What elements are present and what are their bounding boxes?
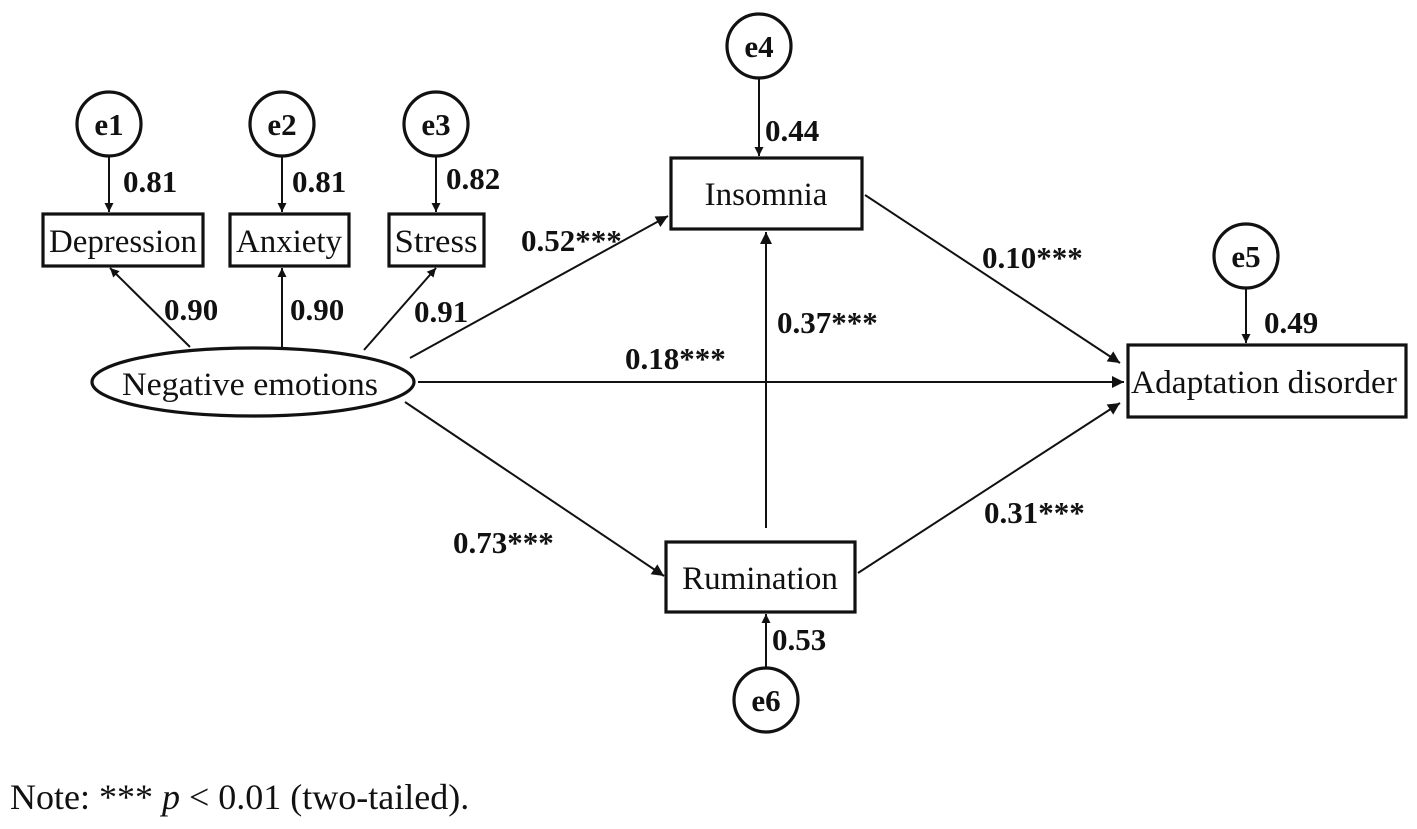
negative-emotions-ellipse: [90, 346, 416, 418]
rumination-box: [664, 540, 857, 614]
path-insomnia-adaptation: 0.10***: [982, 240, 1083, 275]
error-terms: e1 e2 e3 e4 e5 e6: [75, 12, 1280, 734]
loading-anxiety: 0.90: [290, 292, 344, 327]
error-label-e6: e6: [751, 683, 780, 718]
latent-factor: Negative emotions: [90, 346, 416, 418]
adaptation-disorder-box: [1126, 343, 1408, 419]
error-label-e1: e1: [94, 107, 123, 142]
path-rumination-adaptation: 0.31***: [984, 495, 1085, 530]
loading-e5-adaptation: 0.49: [1264, 305, 1318, 340]
edge-negative-depression: [109, 267, 191, 348]
insomnia-box: [669, 156, 864, 231]
depression-box: [41, 212, 205, 268]
path-rumination-insomnia: 0.37***: [777, 305, 878, 340]
error-circle-e1: [75, 90, 143, 158]
loading-e4-insomnia: 0.44: [765, 113, 819, 148]
anxiety-label: Anxiety: [236, 224, 342, 260]
edge-negative-rumination: [404, 401, 665, 577]
note-prefix: Note: ***: [10, 777, 162, 817]
note-suffix: < 0.01 (two-tailed).: [179, 777, 470, 817]
figure-note: Note: *** p < 0.01 (two-tailed).: [10, 776, 469, 818]
path-negative-insomnia: 0.52***: [521, 223, 622, 258]
observed-variables: Depression Anxiety Stress Insomnia Rumin…: [41, 156, 1408, 614]
edge-insomnia-adaptation: [864, 194, 1121, 364]
negative-emotions-label: Negative emotions: [122, 367, 378, 403]
adaptation-disorder-label: Adaptation disorder: [1131, 365, 1397, 401]
loading-e1-depression: 0.81: [123, 164, 177, 199]
insomnia-label: Insomnia: [705, 177, 828, 213]
edge-negative-insomnia: [409, 215, 669, 359]
error-circle-e6: [732, 666, 800, 734]
error-circle-e5: [1212, 222, 1280, 290]
depression-label: Depression: [49, 224, 197, 260]
error-label-e2: e2: [267, 107, 296, 142]
error-circle-e2: [248, 90, 316, 158]
error-circle-e3: [402, 90, 470, 158]
loading-depression: 0.90: [164, 292, 218, 327]
path-negative-rumination: 0.73***: [453, 525, 554, 560]
error-label-e4: e4: [744, 29, 773, 64]
loading-e6-rumination: 0.53: [772, 622, 826, 657]
edge-negative-stress: [363, 267, 437, 351]
loading-e3-stress: 0.82: [446, 161, 500, 196]
coefficients: 0.81 0.81 0.82 0.44 0.49 0.53 0.90 0.90 …: [123, 113, 1318, 657]
loading-stress: 0.91: [414, 294, 468, 329]
path-negative-adaptation: 0.18***: [625, 341, 726, 376]
error-label-e3: e3: [421, 107, 450, 142]
note-p-value-symbol: p: [161, 777, 180, 817]
edge-rumination-adaptation: [857, 402, 1121, 574]
stress-box: [387, 212, 486, 268]
error-circle-e4: [725, 12, 793, 80]
error-label-e5: e5: [1231, 239, 1260, 274]
edges: [104, 78, 1251, 668]
loading-e2-anxiety: 0.81: [292, 164, 346, 199]
anxiety-box: [228, 212, 351, 268]
rumination-label: Rumination: [682, 561, 838, 597]
stress-label: Stress: [395, 224, 478, 260]
